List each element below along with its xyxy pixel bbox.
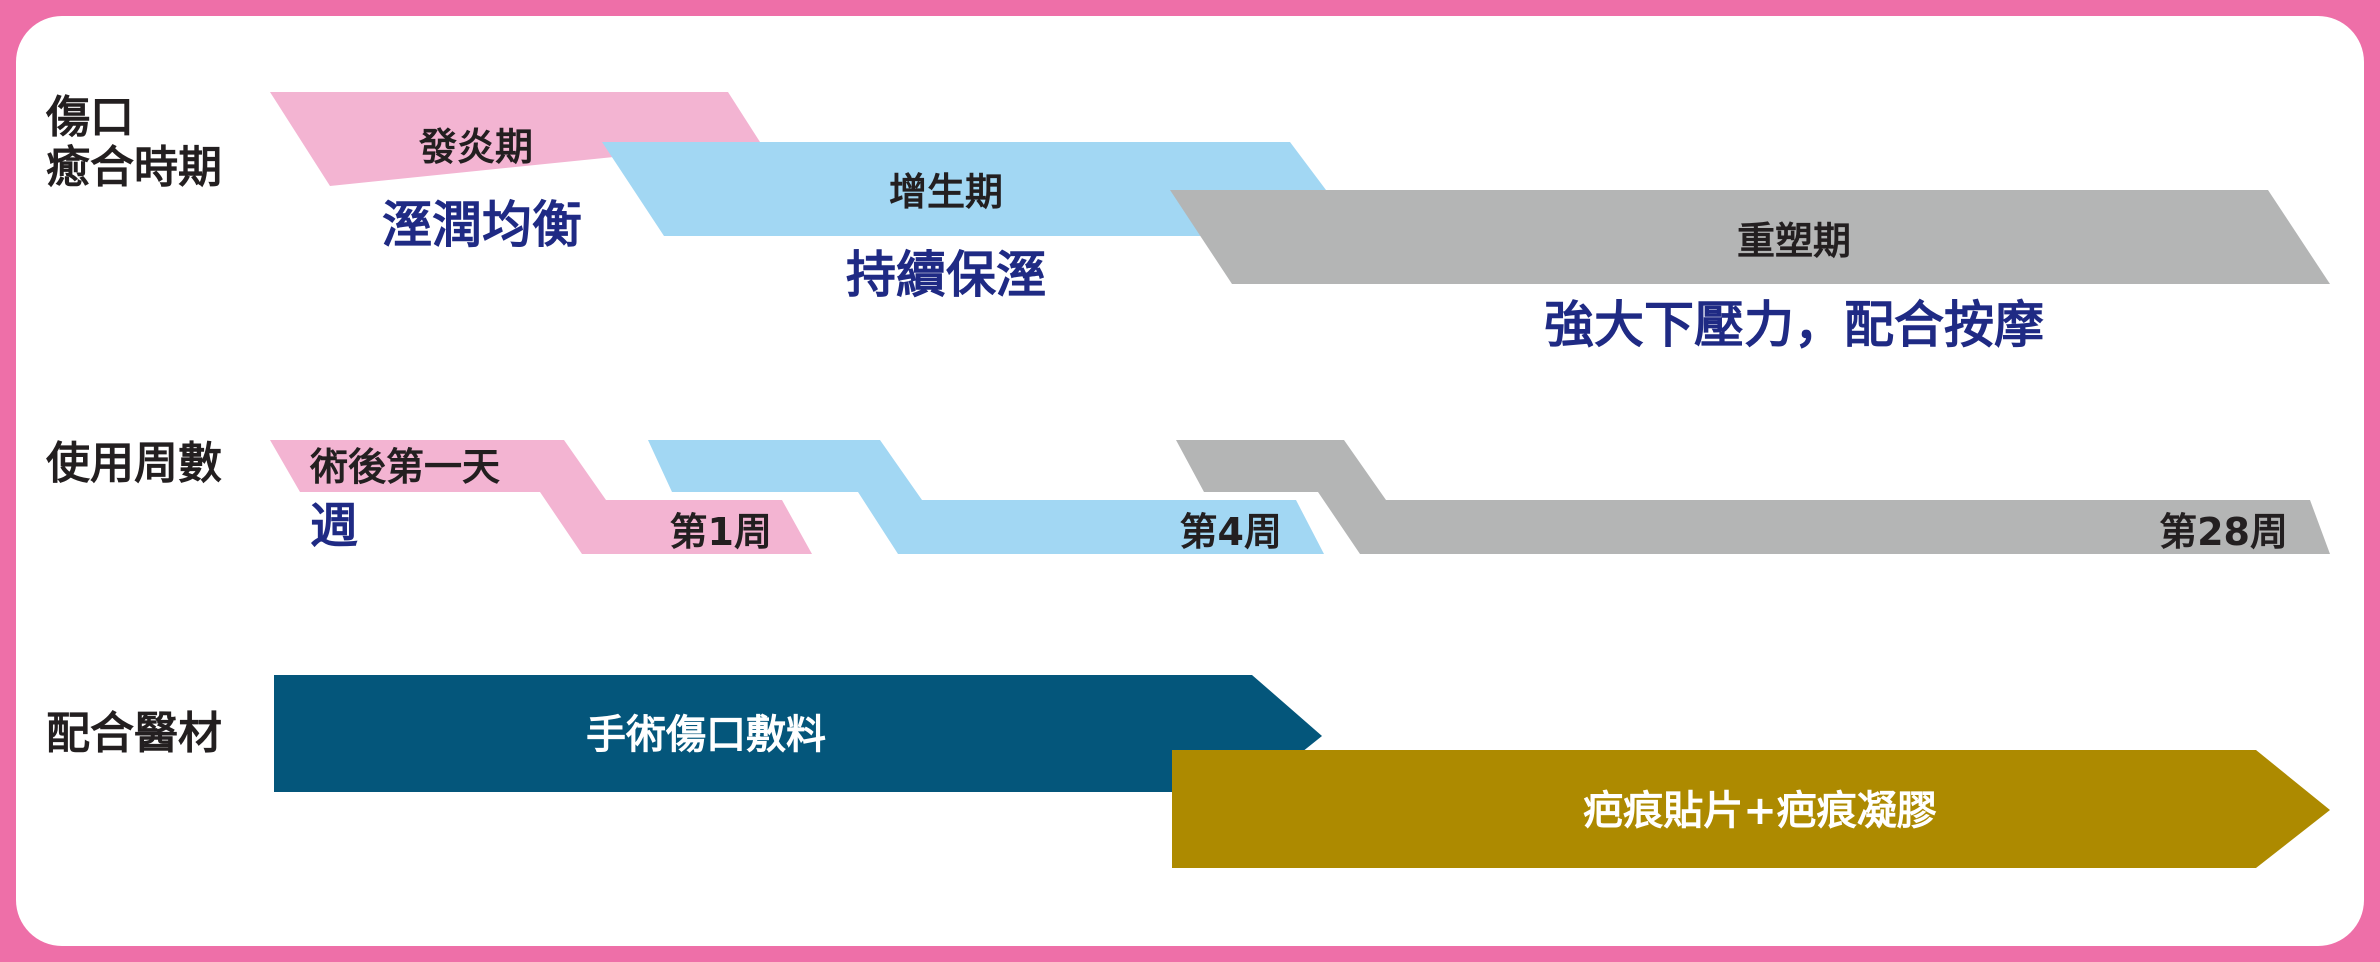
week-step-28	[1176, 440, 2330, 554]
scar-sheet-gel-label: 疤痕貼片+疤痕凝膠	[1583, 788, 1937, 834]
remodeling-phase-tip: 強大下壓力，配合按摩	[1544, 296, 2044, 354]
week-mark-28: 第28周	[2159, 510, 2288, 554]
phase-row-label-line2: 癒合時期	[46, 142, 222, 193]
materials-row-label: 配合醫材	[46, 708, 222, 759]
phase-row-label-line1: 傷口	[45, 92, 134, 143]
proliferation-phase-band	[602, 142, 1326, 236]
week-start-line2: 週	[310, 498, 358, 554]
week-mark-1: 第1周	[670, 510, 772, 554]
inflammation-phase-tip: 溼潤均衡	[382, 196, 582, 254]
proliferation-phase-tip: 持續保溼	[846, 246, 1046, 304]
scar-sheet-gel-arrow	[1172, 750, 2330, 868]
proliferation-phase-name: 增生期	[889, 170, 1003, 214]
surgical-dressing-label: 手術傷口敷料	[586, 712, 826, 758]
surgical-dressing-arrow	[274, 675, 1322, 792]
inflammation-phase-band	[270, 92, 760, 186]
remodeling-phase-band	[1170, 190, 2330, 284]
week-mark-4: 第4周	[1180, 510, 1282, 554]
weeks-row-label: 使用周數	[46, 438, 222, 489]
week-step-1	[270, 440, 812, 554]
week-start-line1: 術後第一天	[309, 445, 500, 489]
remodeling-phase-name: 重塑期	[1737, 219, 1851, 263]
inflammation-phase-name: 發炎期	[418, 125, 533, 169]
week-step-4	[648, 440, 1324, 554]
